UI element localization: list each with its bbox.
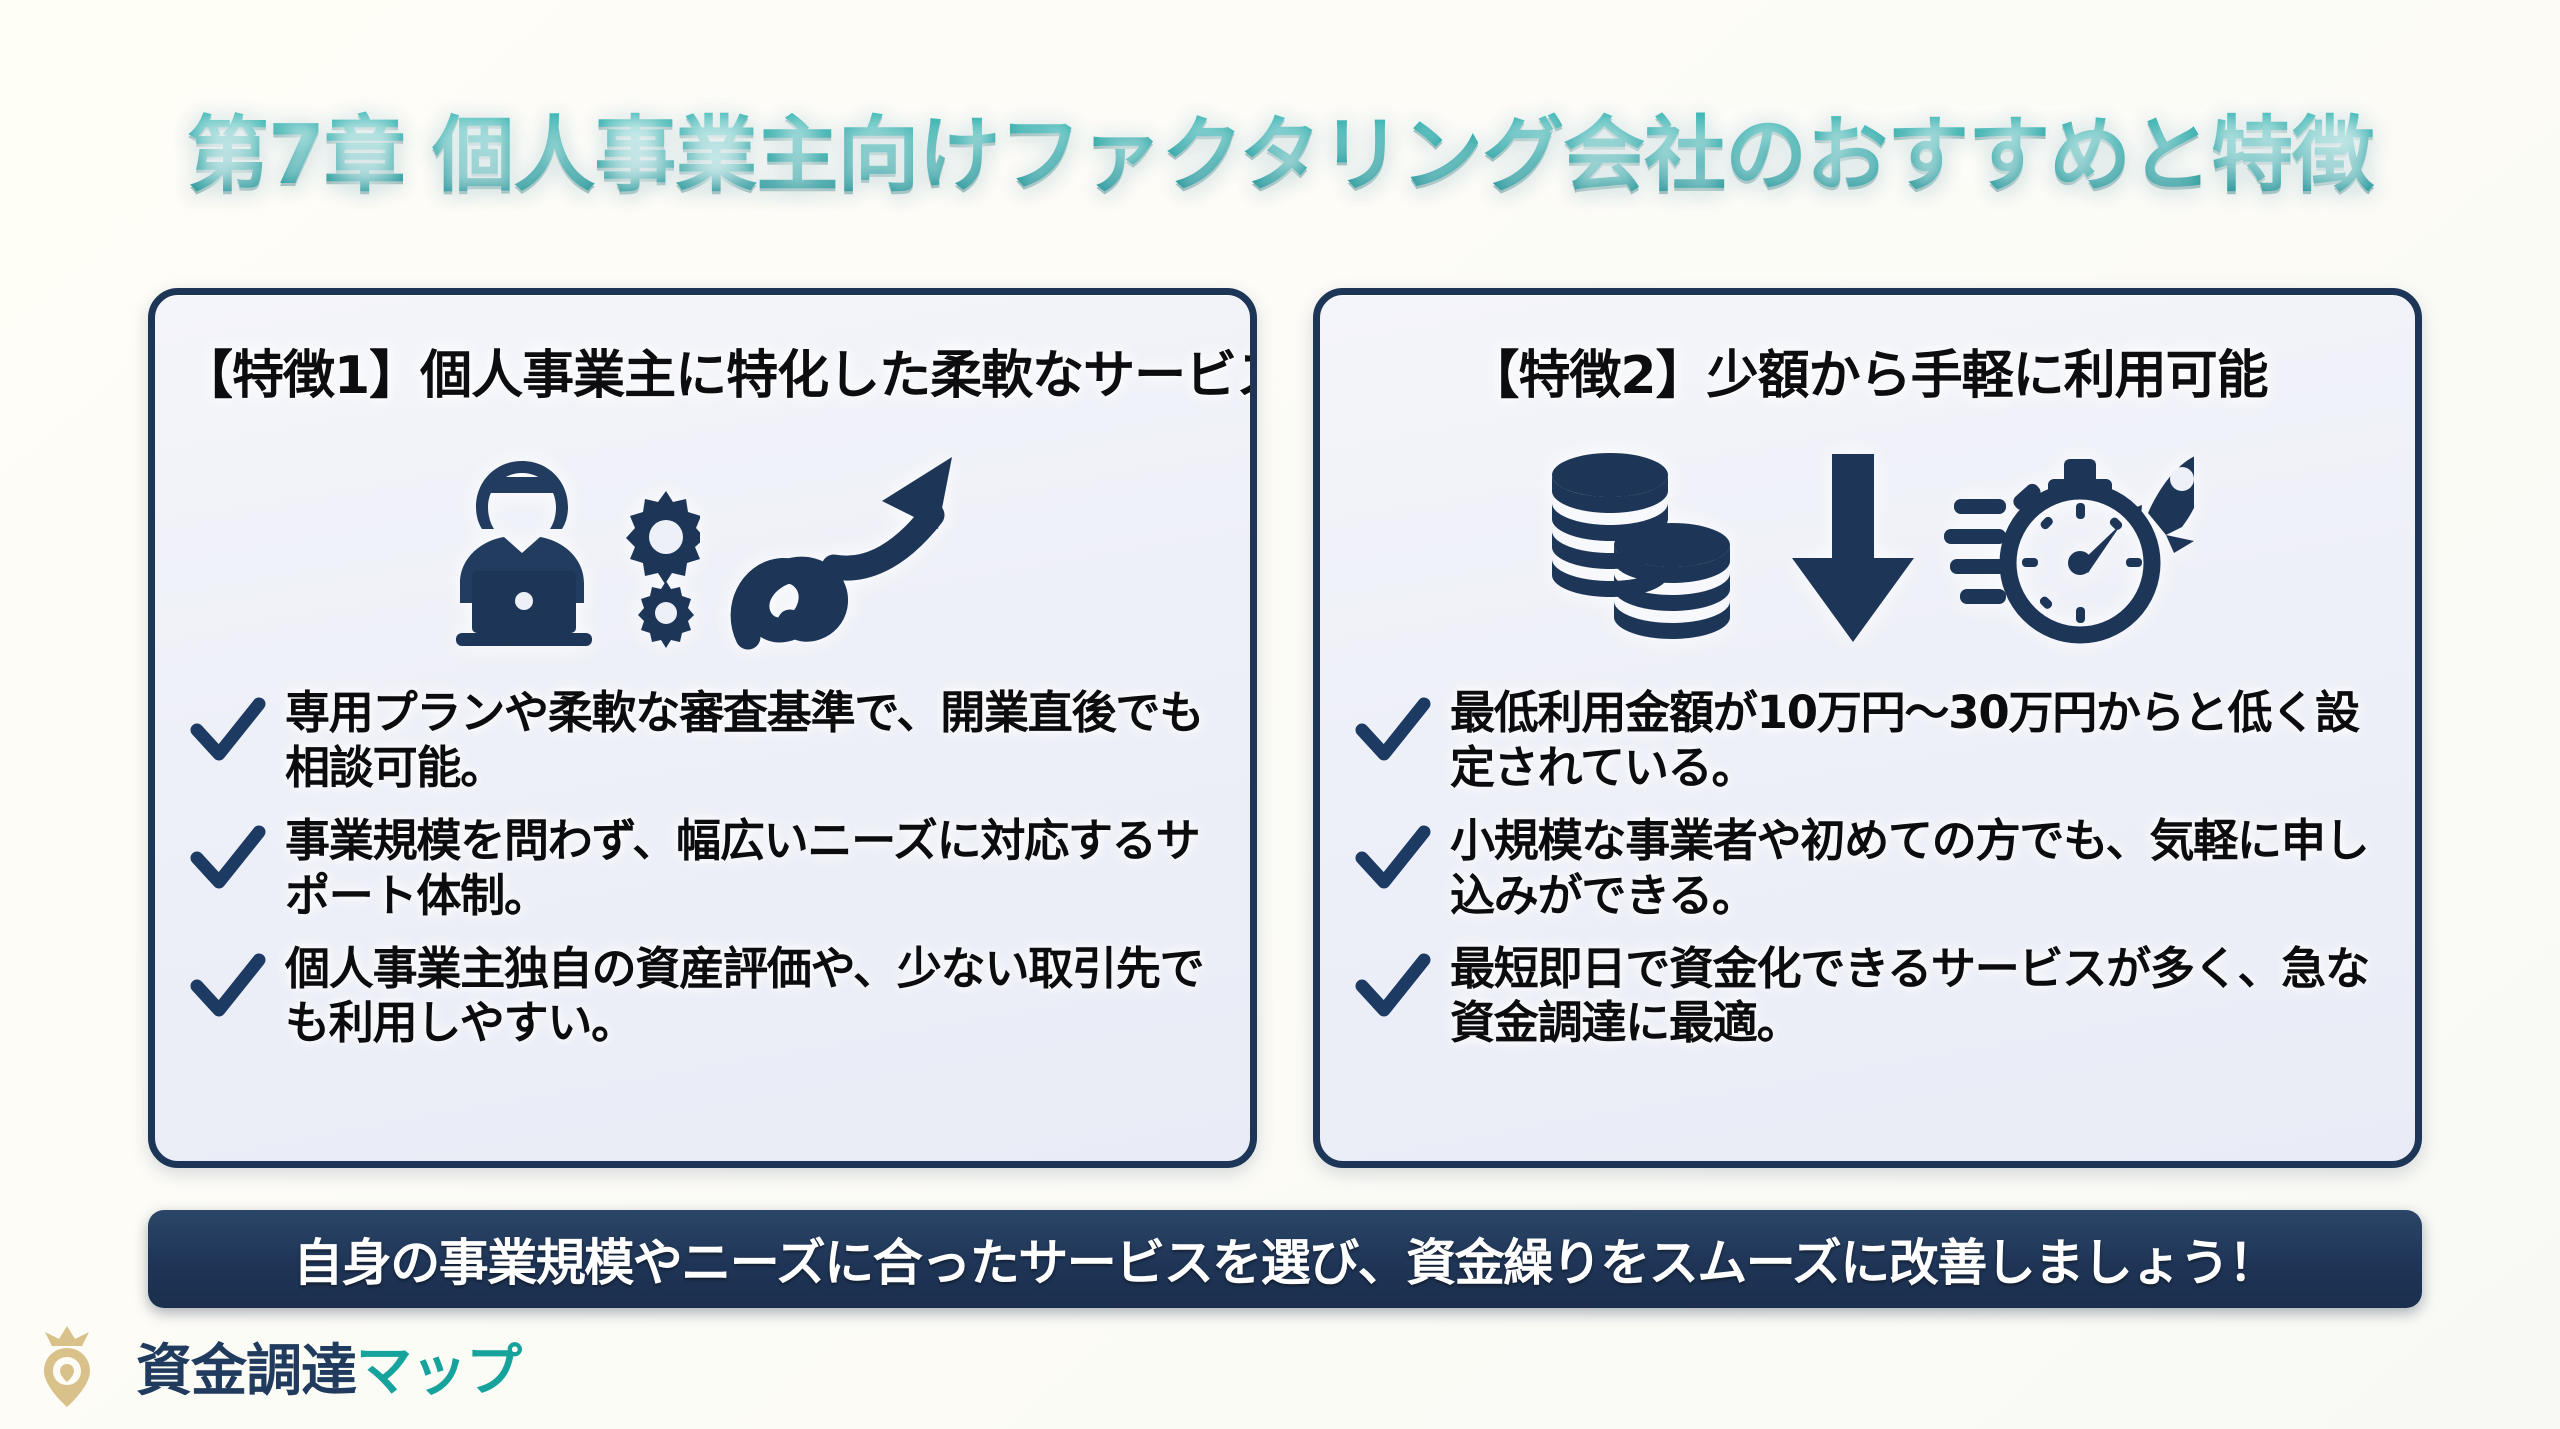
list-item: 事業規模を問わず、幅広いニーズに対応するサポート体制。 (189, 814, 1206, 924)
stopwatch-icon (1943, 441, 2194, 656)
page-title: 第7章 個人事業主向けファクタリング会社のおすすめと特徴 (0, 88, 2560, 207)
coin-stack-icon (1542, 441, 1762, 656)
check-icon (189, 948, 267, 1026)
list-item-label: 最低利用金額が10万円～30万円からと低く設定されている。 (1450, 686, 2360, 794)
brand-logo: 資金調達マップ (30, 1320, 522, 1412)
check-icon (1354, 948, 1432, 1026)
feature-cards-container: 【特徴1】個人事業主に特化した柔軟なサービス (148, 288, 2422, 1168)
rocket-icon (2125, 456, 2194, 553)
crown-map-pin-icon (30, 1320, 122, 1412)
feature-card-2-illustration (1346, 414, 2389, 682)
list-item-label: 個人事業主独自の資産評価や、少ない取引先でも利用しやすい。 (285, 941, 1205, 1050)
list-item-label: 専用プランや柔軟な審査基準で、開業直後でも相談可能。 (285, 686, 1204, 794)
down-arrow-icon (1788, 448, 1918, 648)
list-item: 最短即日で資金化できるサービスが多く、急な資金調達に最適。 (1354, 942, 2371, 1052)
check-icon (1354, 820, 1432, 898)
check-icon (189, 820, 267, 898)
list-item-label: 小規模な事業者や初めての方でも、気軽に申し込みができる。 (1450, 813, 2370, 922)
feature-card-2-bullets: 最低利用金額が10万円～30万円からと低く設定されている。 小規模な事業者や初め… (1346, 686, 2389, 1051)
brand-logo-text-dark: 資金調達 (136, 1338, 357, 1404)
person-laptop-icon (430, 433, 700, 663)
check-icon (1354, 692, 1432, 770)
feature-card-1-illustration (181, 414, 1224, 682)
check-icon (189, 692, 267, 770)
feature-card-1-heading: 【特徴1】個人事業主に特化した柔軟なサービス (181, 346, 1257, 406)
list-item-label: 事業規模を問わず、幅広いニーズに対応するサポート体制。 (285, 813, 1201, 922)
summary-banner-text: 自身の事業規模やニーズに合ったサービスを選び、資金繰りをスムーズに改善しましょう… (293, 1234, 2278, 1292)
spiral-growth-arrow-icon (726, 441, 976, 656)
brand-logo-text-teal: マップ (356, 1338, 522, 1404)
feature-card-2: 【特徴2】少額から手軽に利用可能 (1313, 288, 2422, 1168)
list-item-label: 最短即日で資金化できるサービスが多く、急な資金調達に最適。 (1450, 941, 2370, 1050)
list-item: 最低利用金額が10万円～30万円からと低く設定されている。 (1354, 686, 2371, 796)
list-item: 専用プランや柔軟な審査基準で、開業直後でも相談可能。 (189, 686, 1206, 796)
feature-card-1-bullets: 専用プランや柔軟な審査基準で、開業直後でも相談可能。 事業規模を問わず、幅広いニ… (181, 686, 1224, 1051)
list-item: 個人事業主独自の資産評価や、少ない取引先でも利用しやすい。 (189, 942, 1206, 1052)
feature-card-2-heading: 【特徴2】少額から手軽に利用可能 (1467, 346, 2268, 406)
brand-logo-text: 資金調達マップ (136, 1326, 522, 1407)
list-item: 小規模な事業者や初めての方でも、気軽に申し込みができる。 (1354, 814, 2371, 924)
summary-banner: 自身の事業規模やニーズに合ったサービスを選び、資金繰りをスムーズに改善しましょう… (148, 1210, 2422, 1308)
feature-card-1: 【特徴1】個人事業主に特化した柔軟なサービス (148, 288, 1257, 1168)
